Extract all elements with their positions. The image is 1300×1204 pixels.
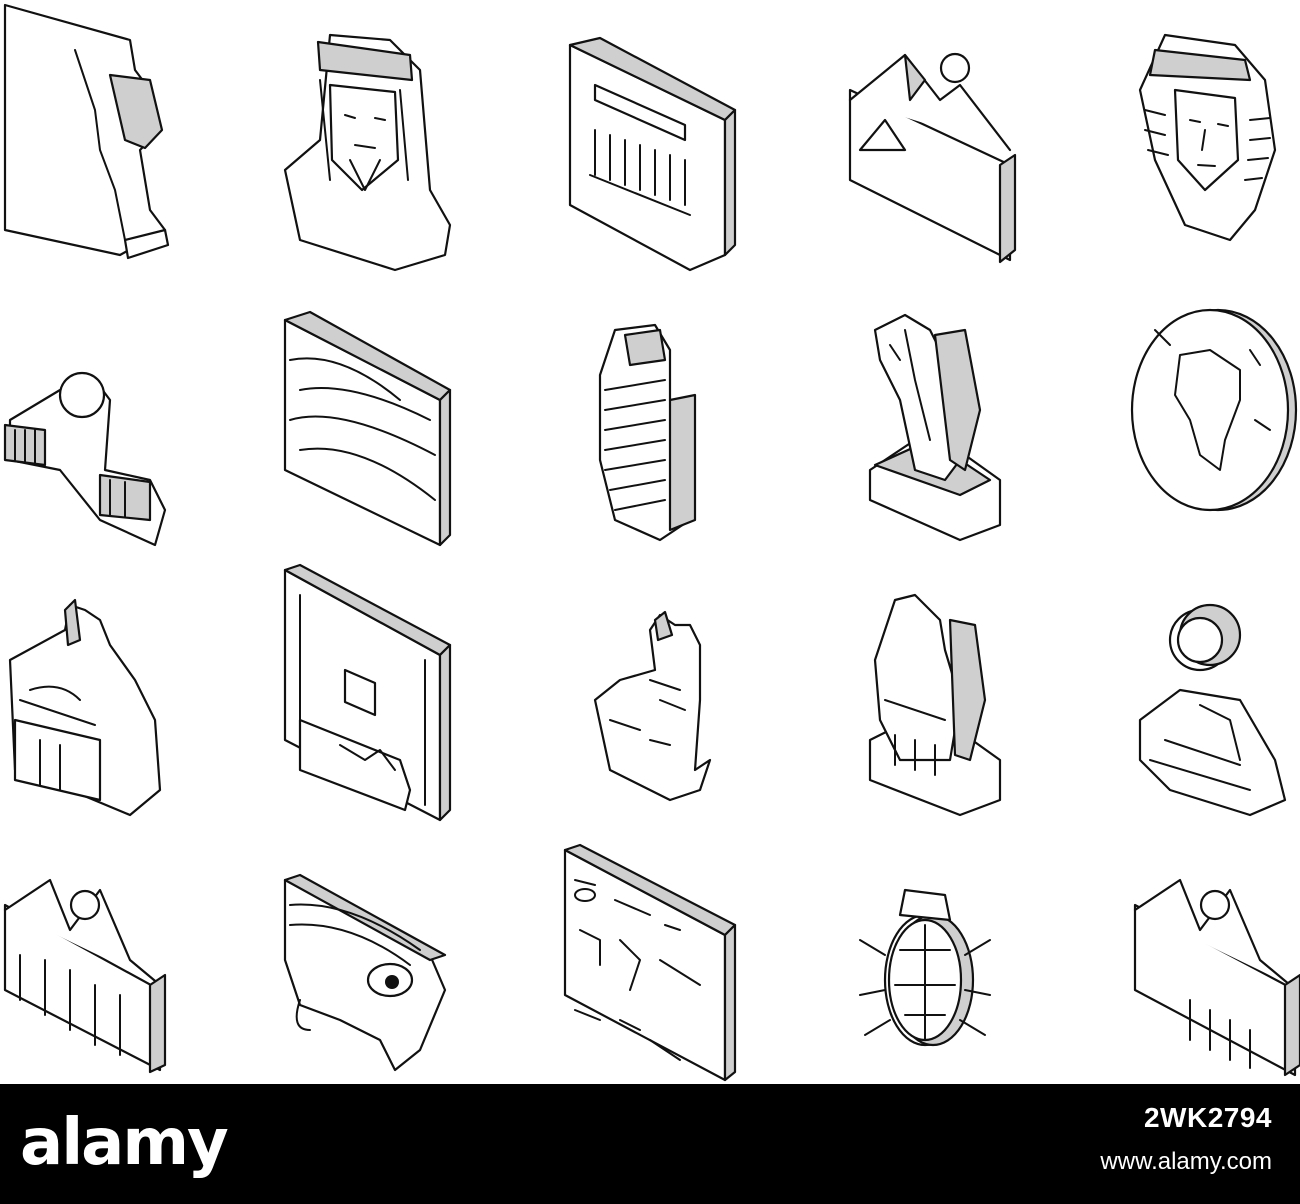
statue-bird-icon	[868, 313, 1002, 542]
globe-africa-icon	[1130, 308, 1298, 512]
bastet-cat-icon	[593, 610, 712, 802]
footer-bar: alamy 2WK2794 www.alamy.com	[0, 1084, 1300, 1204]
brand-text: alamy	[20, 1106, 229, 1180]
temple-facade-icon	[568, 36, 737, 272]
palace-pyramid-icon	[3, 878, 167, 1074]
alamy-logo: alamy	[20, 1098, 229, 1188]
pharaoh-mask-icon	[1138, 33, 1277, 242]
bedouin-man-icon	[283, 33, 452, 272]
sphinx-icon	[3, 371, 167, 547]
pyramid-building-icon	[1133, 878, 1300, 1077]
tomb-sarcophagus-icon	[283, 563, 452, 822]
eye-of-horus-icon	[283, 873, 447, 1072]
horus-statue-icon	[868, 593, 1002, 817]
site-url: www.alamy.com	[1100, 1148, 1272, 1175]
anubis-icon	[8, 598, 162, 817]
scarab-beetle-icon	[859, 888, 991, 1047]
egypt-isometric-icon-set	[3, 3, 1300, 1082]
desert-dunes-icon	[283, 310, 452, 547]
image-id: 2WK2794	[1143, 1102, 1272, 1133]
pyramids-sun-icon	[848, 52, 1017, 264]
ra-god-icon	[1138, 603, 1287, 817]
mummy-icon	[598, 323, 697, 542]
hieroglyphs-wall-icon	[563, 843, 737, 1082]
egypt-map-icon	[3, 3, 170, 260]
